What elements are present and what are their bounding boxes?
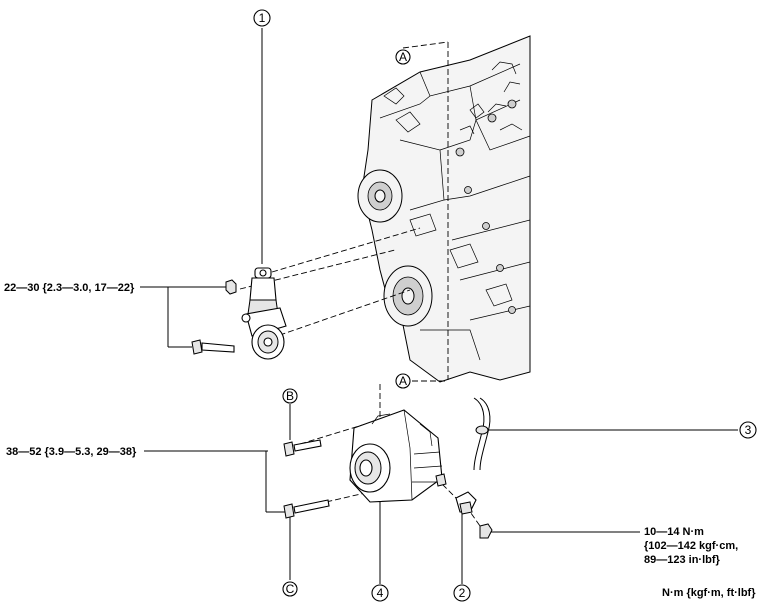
- generator-terminal-connector: [455, 491, 477, 515]
- reference-mark-a-top: A: [395, 49, 411, 65]
- svg-text:1: 1: [259, 11, 266, 25]
- tensioner-nut: [225, 279, 237, 295]
- svg-text:C: C: [286, 582, 295, 596]
- reference-mark-c: C: [282, 581, 298, 597]
- terminal-nut-torque-spec-line3: 89—123 in·lbf}: [644, 554, 721, 566]
- svg-text:A: A: [399, 374, 407, 388]
- reference-mark-b: B: [282, 388, 298, 404]
- callout-3: 3: [739, 421, 757, 439]
- tensioner-torque-spec: 22—30 {2.3—3.0, 17—22}: [4, 282, 135, 294]
- leader-lines: [140, 28, 738, 584]
- generator-bolt-torque-spec: 38—52 {3.9—5.3, 29—38}: [6, 446, 137, 458]
- drive-belt-auto-tensioner: [241, 267, 287, 360]
- tensioner-bolt: [191, 339, 235, 355]
- svg-text:3: 3: [745, 423, 752, 437]
- callout-4: 4: [371, 584, 389, 602]
- svg-text:4: 4: [377, 586, 384, 600]
- callout-2: 2: [453, 584, 471, 602]
- generator-bolt-upper: [283, 439, 322, 457]
- svg-text:B: B: [286, 389, 294, 403]
- svg-text:A: A: [399, 50, 407, 64]
- engine-block-illustration: [357, 35, 531, 383]
- wiring-harness: [473, 397, 491, 471]
- terminal-nut: [479, 523, 493, 539]
- torque-units-legend: N·m {kgf·m, ft·lbf}: [662, 587, 756, 599]
- generator: [349, 409, 447, 503]
- svg-text:2: 2: [459, 586, 466, 600]
- callout-1: 1: [253, 9, 271, 27]
- reference-mark-a-middle: A: [395, 373, 411, 389]
- terminal-nut-torque-spec-line1: 10—14 N·m: [644, 526, 704, 538]
- terminal-nut-torque-spec-line2: {102—142 kgf·cm,: [644, 540, 738, 552]
- generator-bolt-lower: [283, 499, 330, 519]
